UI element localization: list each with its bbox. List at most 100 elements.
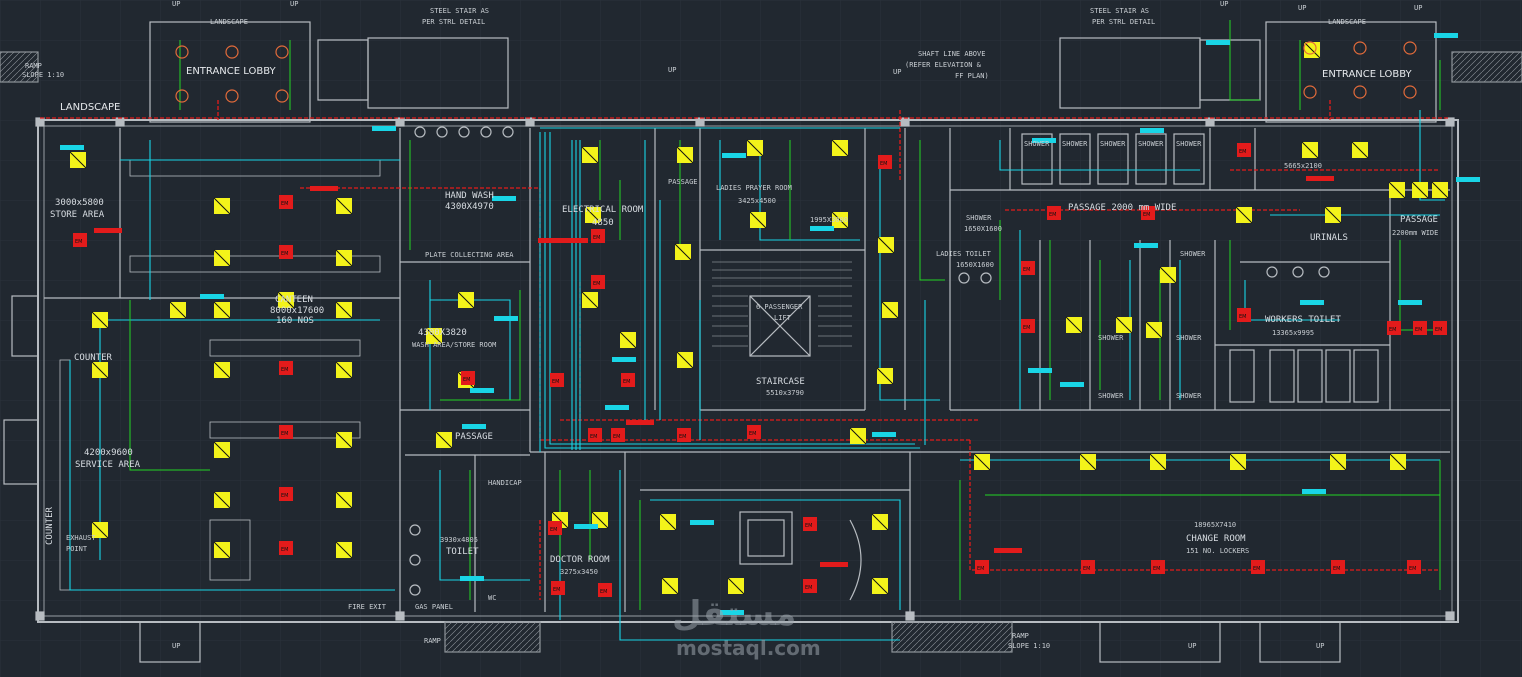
label-wash-store-dim: 4300X3820	[418, 328, 467, 338]
label-electrical-room: ELECTRICAL ROOM	[562, 205, 644, 215]
light-fixture-54	[1303, 41, 1321, 59]
light-fixture-34	[877, 236, 895, 254]
red-tag-6	[994, 548, 1022, 553]
light-fixture-29	[674, 243, 692, 261]
label-exhaust-2: POINT	[66, 545, 88, 553]
label-hand-wash-dim: 4300X4970	[445, 202, 494, 212]
red-tag-0	[94, 228, 122, 233]
light-fixture-24	[581, 146, 599, 164]
svg-text:EM: EM	[281, 201, 288, 207]
label-ramp-left: RAMP	[25, 62, 42, 70]
label-up-7: UP	[893, 68, 901, 76]
red-tag-7	[1306, 176, 1334, 181]
label-room-dim: 1995X3000	[810, 216, 848, 224]
label-lockers: 151 NO. LOCKERS	[1186, 547, 1249, 555]
label-shower-2: SHOWER	[1062, 140, 1088, 148]
svg-text:EM: EM	[1143, 212, 1150, 218]
label-up-6: UP	[668, 66, 676, 74]
cyan-tag-26	[720, 610, 744, 615]
svg-text:EM: EM	[552, 379, 559, 385]
label-doctor-dim: 3275x3450	[560, 568, 598, 576]
light-fixture-16	[335, 361, 353, 379]
svg-text:EM: EM	[1333, 566, 1340, 572]
emergency-fixture-12: EM	[588, 428, 602, 442]
cyan-tag-14	[1434, 33, 1458, 38]
light-fixture-45	[1159, 266, 1177, 284]
lighting-circuits-cyan	[69, 110, 1445, 641]
emergency-fixture-16: EM	[878, 155, 892, 169]
svg-text:EM: EM	[281, 367, 288, 373]
cyan-tag-15	[1456, 177, 1480, 182]
power-circuits-green	[129, 20, 1441, 610]
label-handicap: HANDICAP	[488, 479, 522, 487]
red-tag-5	[820, 562, 848, 567]
label-up-2: UP	[290, 0, 298, 8]
red-tag-4	[626, 420, 654, 425]
label-steel-stair-right-2: PER STRL DETAIL	[1092, 18, 1155, 26]
label-shower-4: SHOWER	[1138, 140, 1164, 148]
label-ladies-prayer-dim: 3425x4500	[738, 197, 776, 205]
svg-text:EM: EM	[590, 434, 597, 440]
light-fixture-11	[213, 541, 231, 559]
emergency-fixture-22: EM	[1237, 308, 1251, 322]
svg-text:EM: EM	[749, 431, 756, 437]
svg-text:EM: EM	[600, 589, 607, 595]
svg-text:EM: EM	[1023, 267, 1030, 273]
light-fixture-13	[335, 197, 353, 215]
emergency-fixture-34: EM	[551, 581, 565, 595]
light-fixture-31	[746, 139, 764, 157]
light-fixture-41	[1149, 453, 1167, 471]
label-change-room: CHANGE ROOM	[1186, 534, 1246, 544]
label-ramp-bottom-left: RAMP	[424, 637, 441, 645]
cyan-tag-2	[492, 196, 516, 201]
cyan-tag-10	[1032, 138, 1056, 143]
svg-text:EM: EM	[1435, 327, 1442, 333]
svg-text:EM: EM	[281, 251, 288, 257]
label-store-dim: 3000x5800	[55, 198, 104, 208]
emergency-fixture-20: EM	[1141, 206, 1155, 220]
label-landscape-top-left: LANDSCAPE	[210, 18, 248, 26]
light-fixture-10	[213, 491, 231, 509]
emergency-fixture-26: EM	[975, 560, 989, 574]
label-landscape-top-right: LANDSCAPE	[1328, 18, 1366, 26]
svg-text:EM: EM	[1389, 327, 1396, 333]
label-ramp-left-slope: SLOPE 1:10	[22, 71, 64, 79]
label-ramp-bottom: RAMP	[1012, 632, 1029, 640]
red-tag-1	[310, 186, 338, 191]
svg-text:EM: EM	[1409, 566, 1416, 572]
cyan-tag-17	[1140, 128, 1164, 133]
emergency-fixture-7: EM	[461, 371, 475, 385]
svg-text:EM: EM	[880, 161, 887, 167]
label-up-1: UP	[172, 0, 180, 8]
label-shower-small: SHOWER	[966, 214, 992, 222]
light-fixture-27	[581, 291, 599, 309]
cyan-tag-13	[1398, 300, 1422, 305]
svg-text:EM: EM	[805, 585, 812, 591]
label-steel-stair-right: STEEL STAIR AS	[1090, 7, 1149, 15]
emergency-fixture-18: EM	[1021, 319, 1035, 333]
light-fixture-57	[659, 513, 677, 531]
svg-text:EM: EM	[1239, 314, 1246, 320]
light-fixture-35	[881, 301, 899, 319]
light-fixture-12	[277, 291, 295, 309]
label-steel-stair-left-2: PER STRL DETAIL	[422, 18, 485, 26]
label-wash-store: WASH AREA/STORE ROOM	[412, 341, 496, 349]
light-fixture-55	[1301, 141, 1319, 159]
emergency-fixture-1: EM	[279, 195, 293, 209]
red-tag-3	[560, 238, 588, 243]
cyan-tag-21	[605, 405, 629, 410]
circuit-tags-cyan	[60, 33, 1480, 615]
label-shower-9: SHOWER	[1098, 334, 1124, 342]
emergency-fixture-11: EM	[621, 373, 635, 387]
label-shower-7: SHOWER	[1176, 334, 1202, 342]
svg-text:EM: EM	[1083, 566, 1090, 572]
label-canteen-dim: 8000x17600	[270, 306, 324, 316]
svg-text:EM: EM	[1415, 327, 1422, 333]
label-workers-toilet: WORKERS TOILET	[1265, 315, 1341, 325]
light-fixture-7	[213, 301, 231, 319]
label-passenger-lift: 6 PASSENGER	[756, 303, 803, 311]
label-passage-left-mid: PASSAGE	[455, 432, 493, 442]
svg-text:EM: EM	[593, 235, 600, 241]
cyan-tag-12	[1300, 300, 1324, 305]
label-counter-side: COUNTER	[45, 506, 55, 545]
